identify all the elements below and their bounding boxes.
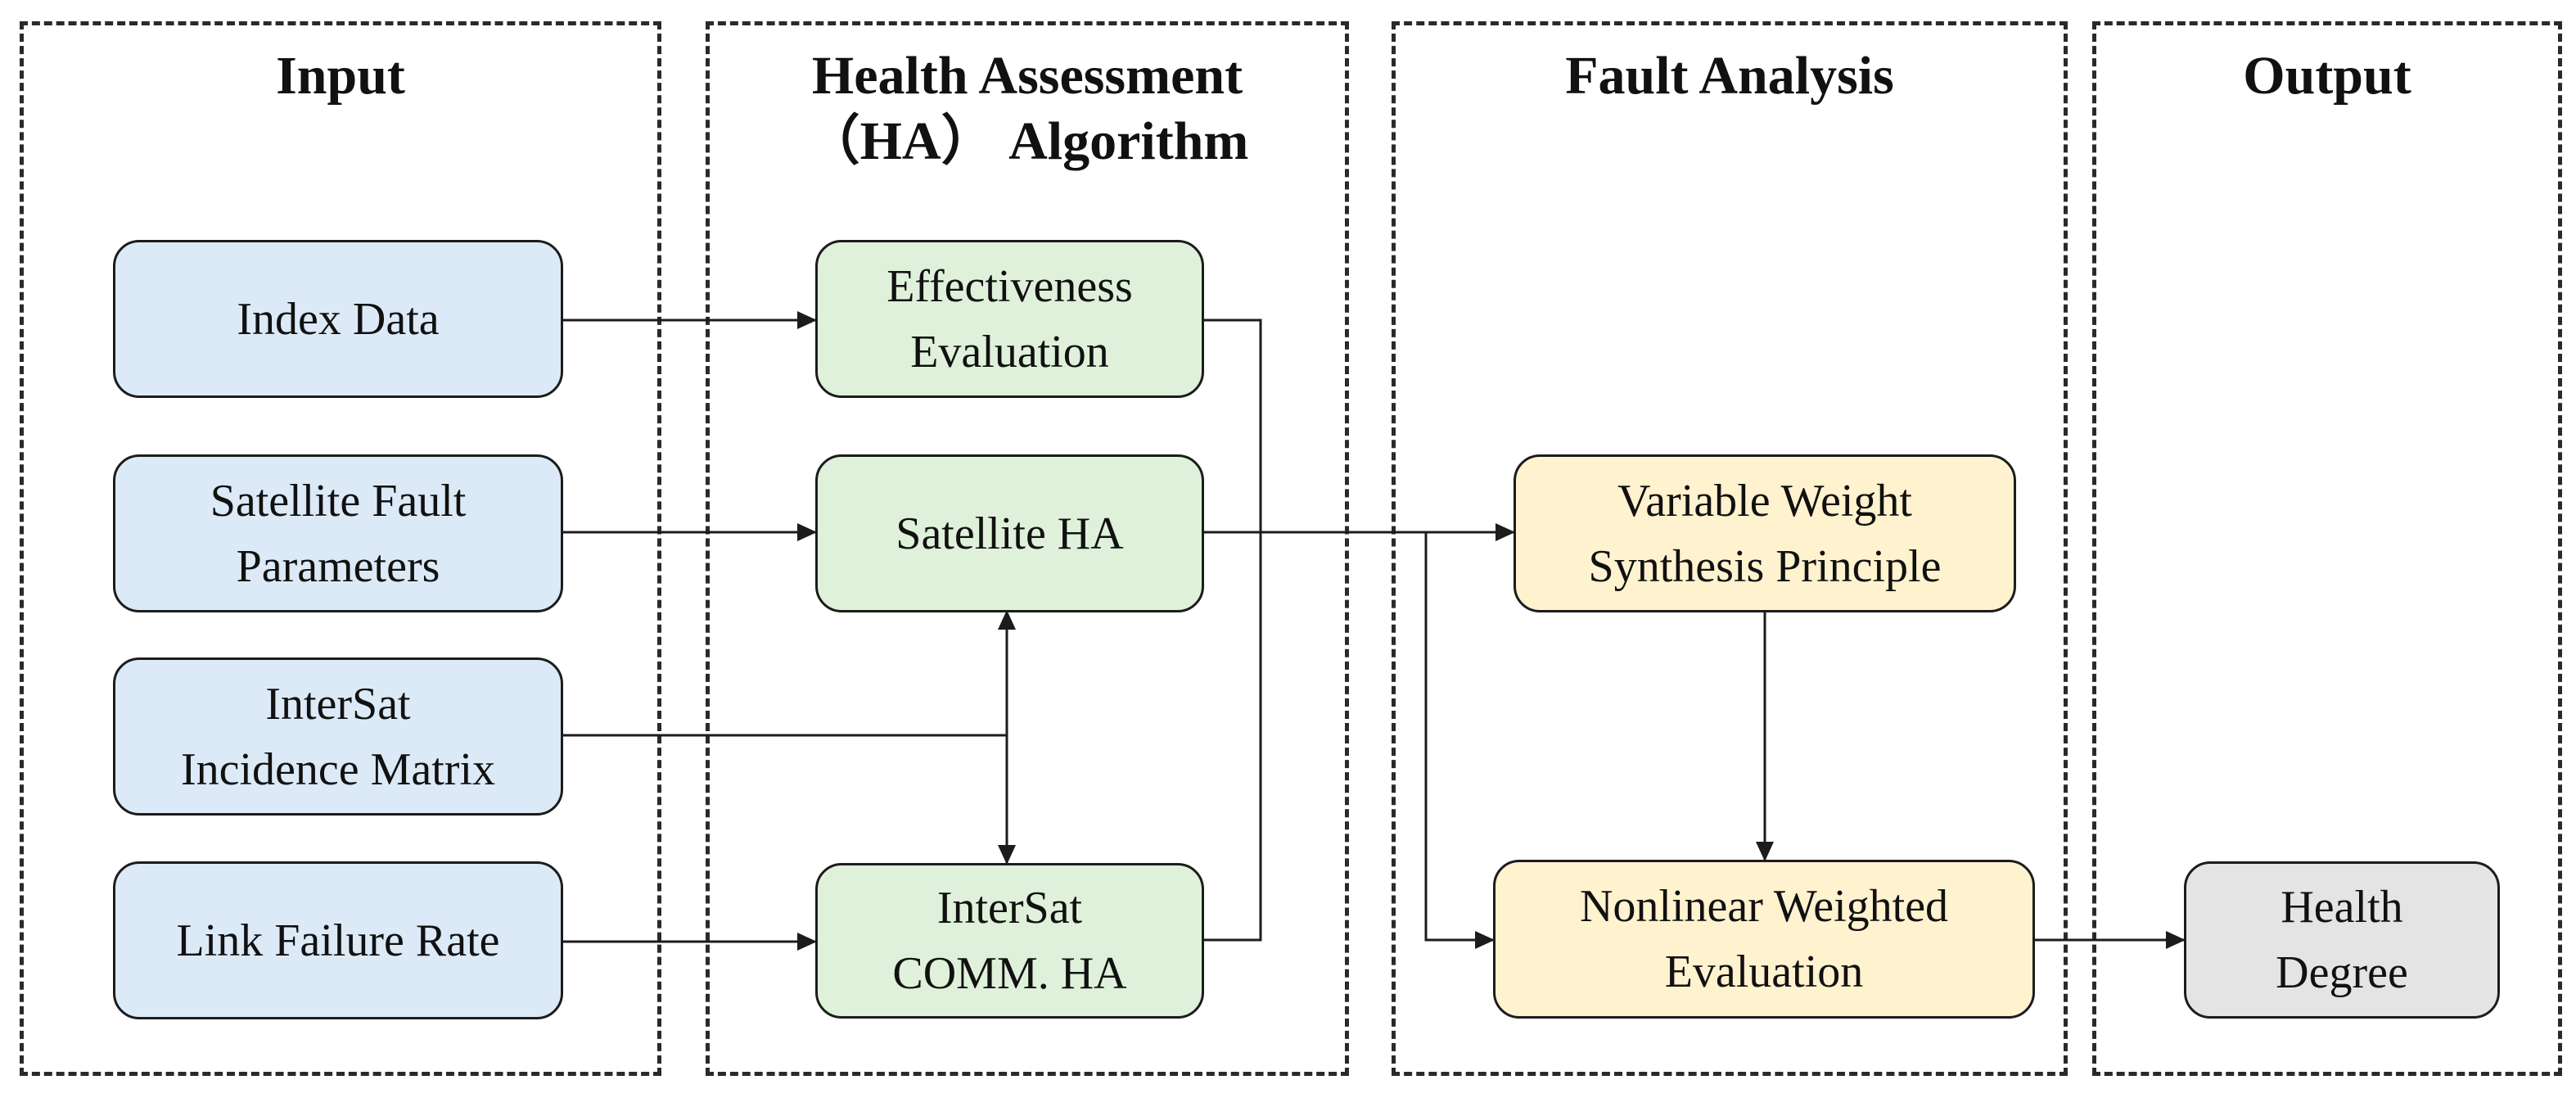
intersat-comm-ha-node: InterSat COMM. HA	[815, 863, 1204, 1019]
input-panel-title: Input	[276, 46, 405, 106]
nonlinear-weighted-evaluation-node: Nonlinear Weighted Evaluation	[1493, 860, 2035, 1019]
health-assessment-panel: Health Assessment （HA） Algorithm	[706, 21, 1349, 1076]
fault-analysis-panel: Fault Analysis	[1392, 21, 2068, 1076]
effectiveness-evaluation-node: Effectiveness Evaluation	[815, 240, 1204, 398]
line-effectiveness-bracket	[1204, 319, 1262, 942]
output-panel: Output	[2092, 21, 2562, 1076]
satellite-fault-parameters-node: Satellite Fault Parameters	[113, 454, 563, 612]
input-panel: Input	[20, 21, 661, 1076]
health-degree-node: Health Degree	[2184, 861, 2500, 1019]
satellite-ha-node: Satellite HA	[815, 454, 1204, 612]
health-assessment-panel-title: Health Assessment （HA） Algorithm	[805, 46, 1249, 171]
index-data-node: Index Data	[113, 240, 563, 398]
fault-analysis-panel-title: Fault Analysis	[1565, 46, 1894, 106]
variable-weight-synthesis-node: Variable Weight Synthesis Principle	[1514, 454, 2016, 612]
arrow-branch-to-nonlinear	[1424, 532, 1495, 949]
link-failure-rate-node: Link Failure Rate	[113, 861, 563, 1019]
intersat-incidence-matrix-node: InterSat Incidence Matrix	[113, 657, 563, 816]
output-panel-title: Output	[2243, 46, 2411, 106]
